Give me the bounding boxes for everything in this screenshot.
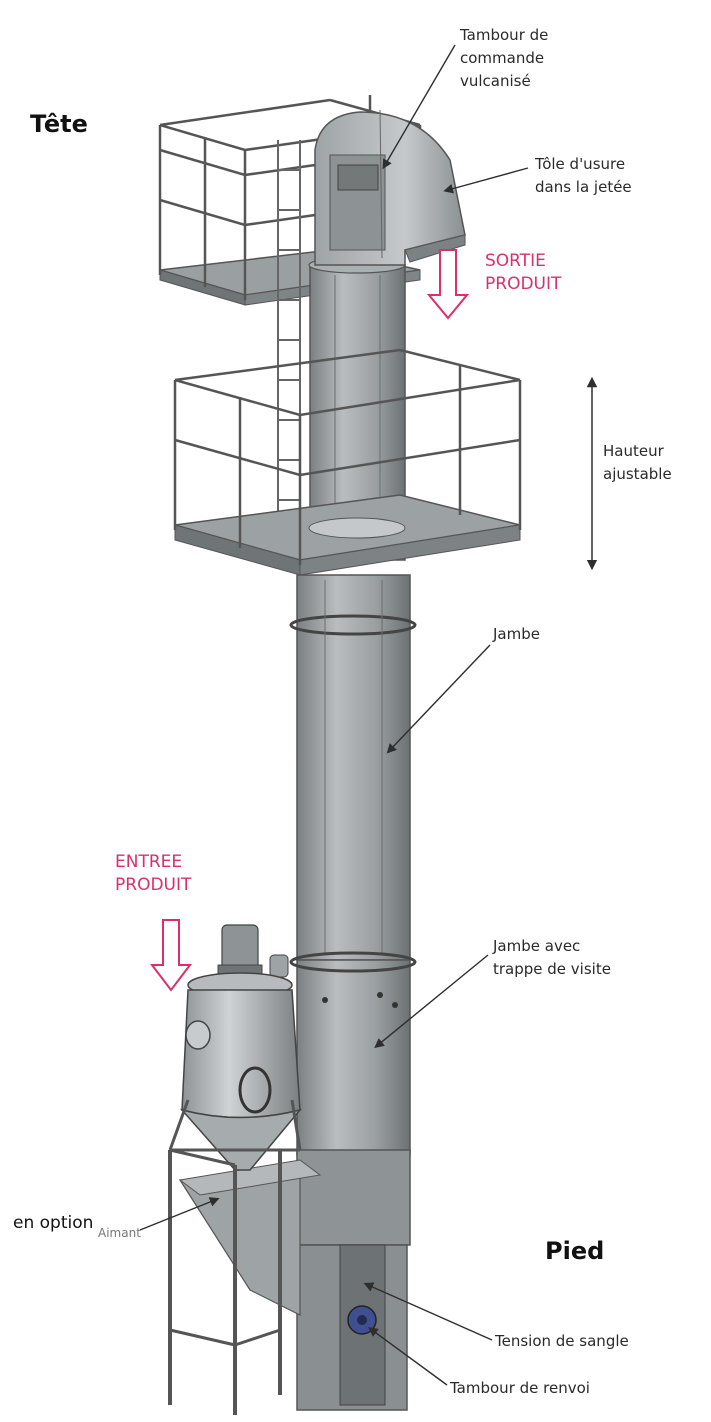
leader-wear-plate xyxy=(443,167,529,194)
feeder-option-label: en option xyxy=(13,1213,94,1233)
leader-leg-inspection xyxy=(374,954,489,1049)
leader-feeder xyxy=(139,1197,220,1231)
feeder-hidden-label: Aimant xyxy=(98,1226,141,1240)
leg-inspection-label: Jambe avec trappe de visite xyxy=(493,937,611,978)
outlet-arrow xyxy=(426,249,470,320)
inspection-leg-section xyxy=(289,951,417,1156)
belt-tension-label: Tension de sangle xyxy=(495,1332,629,1350)
foot-section xyxy=(178,1149,411,1411)
product-outlet-label: SORTIE PRODUIT xyxy=(485,251,562,294)
mid-platform xyxy=(173,348,522,576)
leg-label: Jambe xyxy=(493,625,540,643)
leader-belt-tension xyxy=(363,1282,493,1341)
foot-section-label: Pied xyxy=(545,1237,605,1265)
leader-leg xyxy=(386,644,491,754)
head-section-label: Tête xyxy=(30,110,88,138)
leg-section xyxy=(289,574,417,961)
drive-drum-label: Tambour de commande vulcanisé xyxy=(460,26,549,90)
wear-plate-label: Tôle d'usure dans la jetée xyxy=(535,155,632,196)
leader-return-drum xyxy=(368,1327,448,1386)
leader-drive-drum xyxy=(382,44,456,170)
return-drum-label: Tambour de renvoi xyxy=(450,1379,590,1397)
feed-hopper xyxy=(168,924,303,1415)
adjustable-height-label: Hauteur ajustable xyxy=(603,442,672,483)
head-hood xyxy=(314,109,466,266)
product-inlet-label: ENTREE PRODUIT xyxy=(115,852,192,895)
inlet-arrow xyxy=(149,919,193,992)
ladder xyxy=(277,140,301,540)
